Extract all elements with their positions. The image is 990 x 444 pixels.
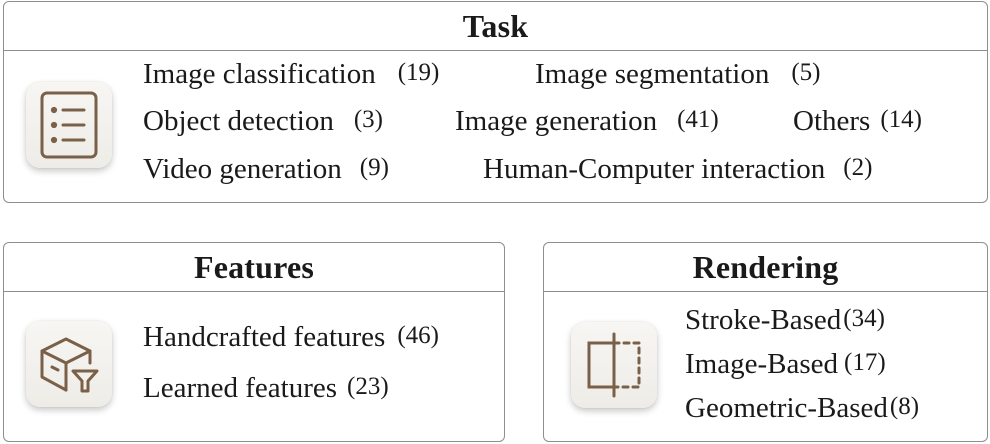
task-item-count: (3) (353, 106, 383, 133)
features-item-count: (23) (347, 373, 389, 400)
task-icon-tile (26, 82, 112, 168)
features-item: Handcrafted features (46) (143, 321, 439, 354)
task-panel: Task Image classification (19) Image seg… (3, 1, 988, 203)
rendering-title: Rendering (692, 248, 839, 285)
task-header: Task (4, 2, 987, 51)
task-item-label: Object detection (143, 105, 334, 137)
task-item-label: Image segmentation (535, 58, 770, 90)
rendering-panel: Rendering Stroke-Based (34) Image-Based … (543, 242, 988, 442)
rendering-icon-tile (571, 322, 657, 408)
task-item-label: Video generation (143, 153, 342, 185)
box-funnel-icon (40, 337, 99, 393)
task-item-label: Others (793, 105, 871, 137)
task-item-count: (2) (843, 154, 873, 181)
task-item: Object detection (3) (143, 105, 383, 138)
task-item-count: (19) (397, 59, 440, 86)
task-item: Image segmentation (5) (535, 58, 821, 91)
rendering-item-label: Stroke-Based (685, 304, 842, 336)
task-item-count: (5) (791, 59, 821, 86)
rendering-header: Rendering (544, 243, 987, 292)
features-title: Features (193, 248, 315, 285)
task-item: Image generation (41) (455, 105, 719, 138)
features-item-count: (46) (397, 322, 439, 349)
rendering-item: Image-Based (17) (685, 348, 886, 381)
task-item: Image classification (19) (143, 58, 439, 91)
features-header: Features (4, 243, 504, 292)
split-frame-icon (587, 332, 641, 398)
features-icon-tile (26, 321, 112, 407)
task-item: Video generation (9) (143, 153, 389, 186)
list-icon (40, 91, 98, 159)
task-item-count: (9) (359, 154, 389, 181)
rendering-item: Geometric-Based (8) (685, 392, 919, 425)
task-item-count: (14) (880, 106, 922, 133)
features-panel: Features Handcrafted features (46) Learn… (3, 242, 505, 442)
rendering-item-label: Image-Based (685, 348, 838, 380)
features-item-label: Learned features (143, 372, 338, 404)
features-item: Learned features (23) (143, 372, 389, 405)
rendering-item-count: (17) (844, 349, 886, 376)
rendering-item: Stroke-Based (34) (685, 304, 885, 337)
task-item-label: Image generation (455, 105, 658, 137)
task-item-label: Image classification (143, 58, 376, 90)
task-item: Human-Computer interaction (2) (483, 153, 872, 186)
rendering-item-label: Geometric-Based (685, 392, 888, 424)
task-item-label: Human-Computer interaction (483, 153, 826, 185)
rendering-item-count: (8) (889, 393, 920, 420)
task-title: Task (462, 7, 529, 44)
task-item: Others (14) (793, 105, 922, 138)
task-item-count: (41) (677, 106, 719, 133)
rendering-item-count: (34) (843, 305, 885, 332)
features-item-label: Handcrafted features (143, 321, 386, 353)
